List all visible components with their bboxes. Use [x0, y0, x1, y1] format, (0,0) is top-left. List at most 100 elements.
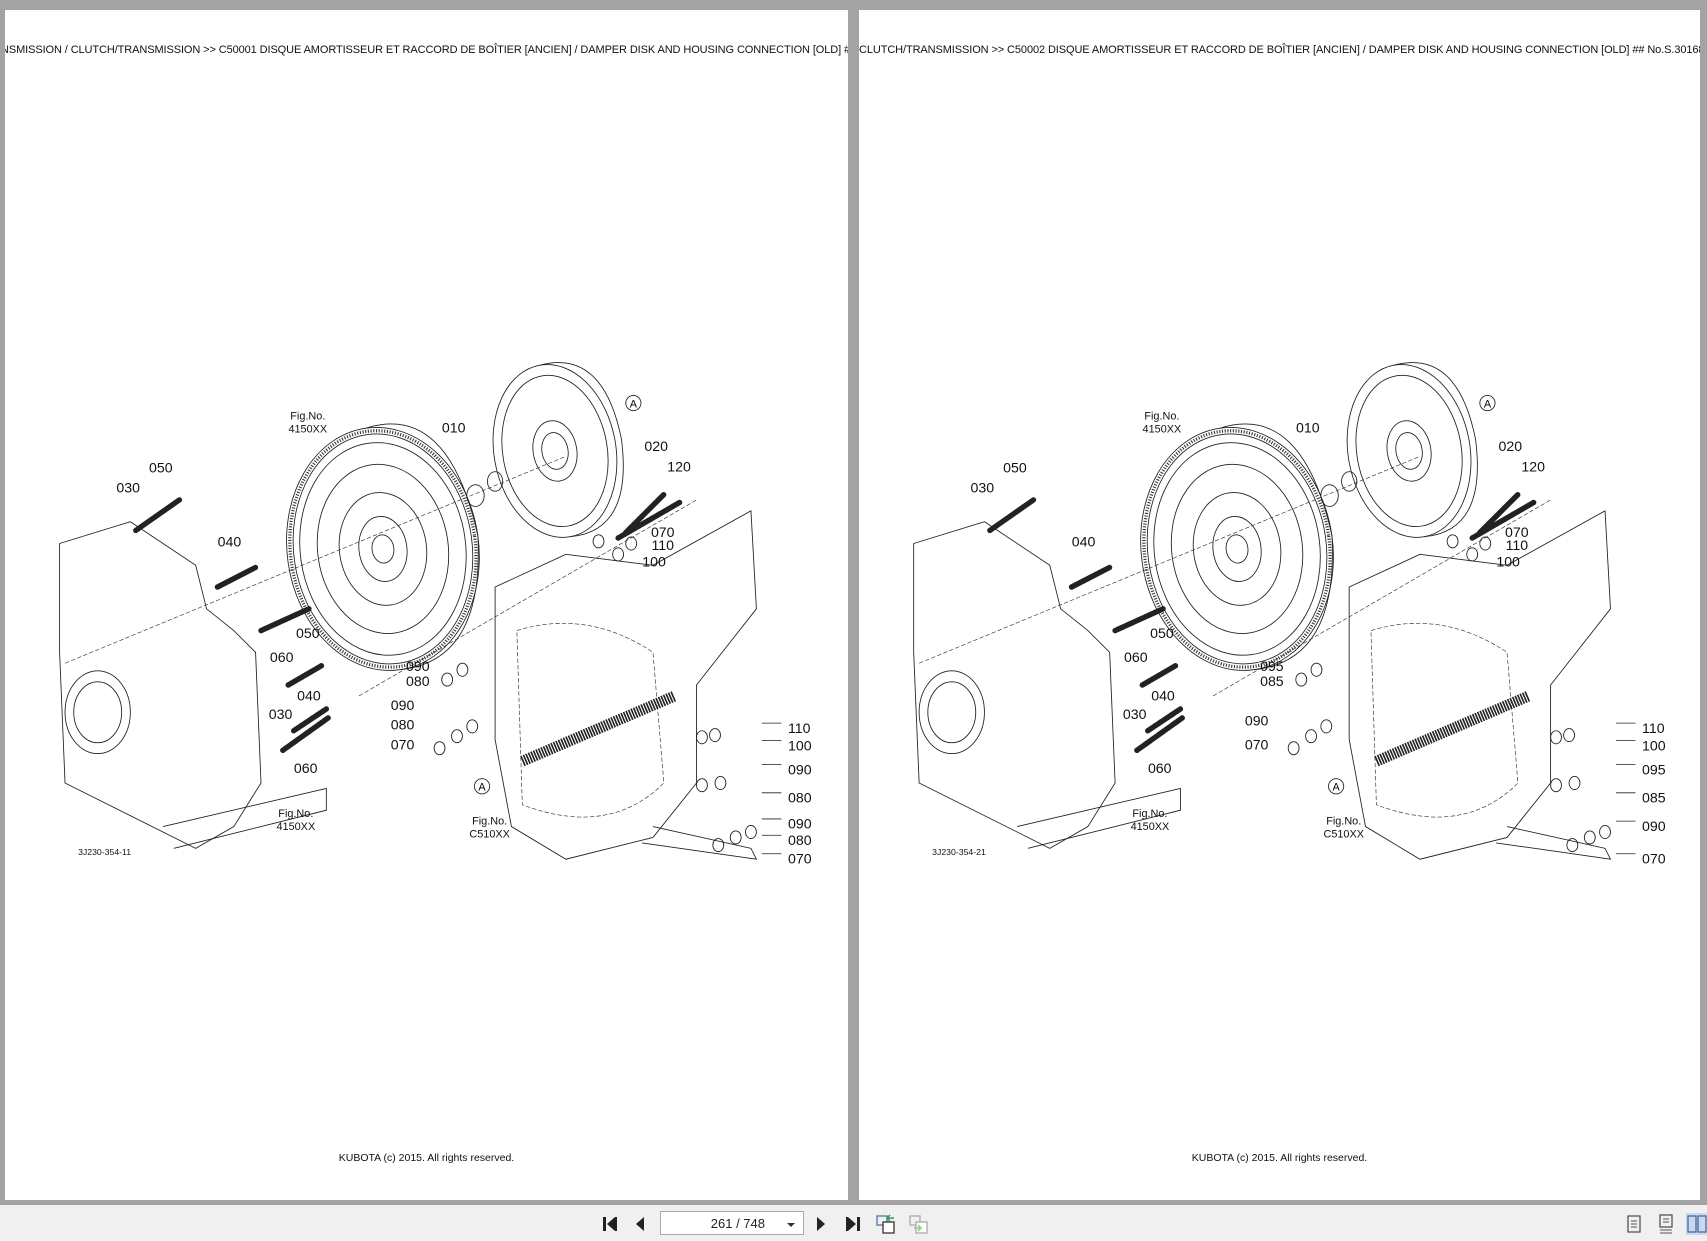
reference-mark: A [630, 398, 638, 410]
last-page-icon [846, 1217, 860, 1231]
disk-edge [1393, 362, 1478, 538]
washer [1583, 830, 1596, 845]
flywheel-ring [1212, 515, 1262, 582]
part-callout: 110 [1642, 720, 1665, 736]
part-callout: 080 [391, 717, 415, 733]
clutch-housing [494, 510, 757, 860]
washer [441, 672, 454, 687]
page-header: NSMISSION / CLUTCH/TRANSMISSION >> C5000… [5, 44, 848, 56]
part-callout: 030 [269, 706, 293, 722]
part-callout: 090 [406, 658, 430, 674]
part-callout: 070 [1642, 851, 1666, 867]
bolt [615, 499, 683, 541]
flywheel [286, 423, 480, 671]
part-callout: 110 [651, 537, 674, 553]
housing-bore-inner [73, 681, 123, 744]
washer [1446, 534, 1459, 549]
two-page-icon [1687, 1215, 1707, 1233]
figure-reference: Fig.No. [278, 808, 313, 820]
single-page-icon [1627, 1215, 1641, 1233]
bolt [1145, 706, 1184, 734]
continuous-view-button[interactable] [1655, 1213, 1677, 1235]
washer [709, 728, 721, 743]
previous-page-button[interactable] [629, 1213, 651, 1235]
part-callout: 090 [391, 697, 415, 713]
bolt [1112, 606, 1166, 634]
bolt [1477, 491, 1521, 536]
figure-reference: 4150XX [276, 821, 315, 833]
flywheel-ring [286, 427, 480, 671]
part-callout: 070 [391, 736, 415, 752]
washer [592, 534, 605, 549]
page-number-select[interactable]: 261 / 748 [660, 1211, 804, 1235]
shaft [520, 690, 677, 767]
flywheel-ring [338, 492, 428, 606]
go-back-view-icon [876, 1214, 895, 1234]
part-callout: 085 [1260, 673, 1284, 689]
figure-reference: C510XX [469, 828, 510, 840]
damper-disk [1346, 362, 1478, 538]
washer [1295, 672, 1308, 687]
drawing-code: 3J230-354-21 [932, 847, 986, 857]
housing-foot [1496, 826, 1612, 860]
go-forward-view-icon [909, 1215, 928, 1234]
reference-mark-circle [625, 394, 642, 412]
bolt [133, 497, 183, 534]
washer [1287, 741, 1300, 756]
part-callout: 010 [442, 419, 466, 435]
flywheel-ring [1140, 427, 1334, 671]
flywheel-ring [358, 515, 408, 582]
disk-ring [532, 420, 578, 482]
disk-ring [1355, 374, 1463, 527]
washer [1305, 729, 1317, 744]
part-callout: 095 [1260, 658, 1284, 674]
bolt [214, 564, 259, 590]
drawing-code: 3J230-354-11 [78, 847, 131, 857]
last-page-button[interactable] [842, 1213, 864, 1235]
single-page-view-button[interactable] [1623, 1213, 1645, 1235]
washer [745, 825, 757, 839]
go-forward-view-button[interactable] [908, 1213, 930, 1235]
parts-diagram: 0100201200500300400701101000500600950850… [913, 362, 1666, 867]
viewer-toolbar: 261 / 748 [0, 1205, 1707, 1241]
washer [1566, 838, 1579, 853]
part-callout: 080 [406, 673, 430, 689]
figure-reference: C510XX [1323, 828, 1364, 840]
part-callout: 040 [297, 687, 321, 703]
housing-bracket [162, 787, 327, 849]
part-callout: 060 [1124, 649, 1148, 665]
disk-ring [1395, 432, 1423, 470]
first-page-button[interactable] [599, 1213, 621, 1235]
reference-mark-circle [1479, 394, 1496, 412]
flywheel-ring [1170, 463, 1304, 634]
part-callout: 040 [218, 534, 242, 550]
flywheel-ring [299, 442, 467, 656]
flywheel-ring [1192, 492, 1282, 606]
housing-bore-inner [927, 681, 977, 744]
housing-bore [64, 670, 131, 755]
part-callout: 085 [1642, 790, 1666, 806]
part-callout: 120 [667, 459, 691, 475]
go-back-view-button[interactable] [875, 1213, 897, 1235]
bolt [1134, 714, 1186, 754]
flywheel-ring [1225, 534, 1249, 564]
bolt [258, 606, 312, 634]
part-callout: 110 [1506, 537, 1529, 553]
next-page-button[interactable] [810, 1213, 832, 1235]
part-callout: 100 [1642, 737, 1666, 753]
part-callout: 080 [788, 832, 812, 848]
previous-page-icon [636, 1217, 644, 1231]
flywheel-ring [1153, 442, 1321, 656]
pdf-page-left: NSMISSION / CLUTCH/TRANSMISSION >> C5000… [5, 10, 848, 1200]
part-callout: 070 [1245, 736, 1269, 752]
washer [433, 741, 446, 756]
figure-reference: 4150XX [1143, 423, 1182, 435]
part-callout: 100 [788, 737, 812, 753]
flywheel-ring [1146, 433, 1328, 665]
washer [1466, 547, 1479, 562]
two-page-view-button[interactable] [1686, 1213, 1707, 1235]
part-callout: 030 [116, 479, 140, 495]
flywheel-rim [365, 423, 479, 671]
part-callout: 060 [270, 649, 294, 665]
part-callout: 070 [651, 524, 675, 540]
